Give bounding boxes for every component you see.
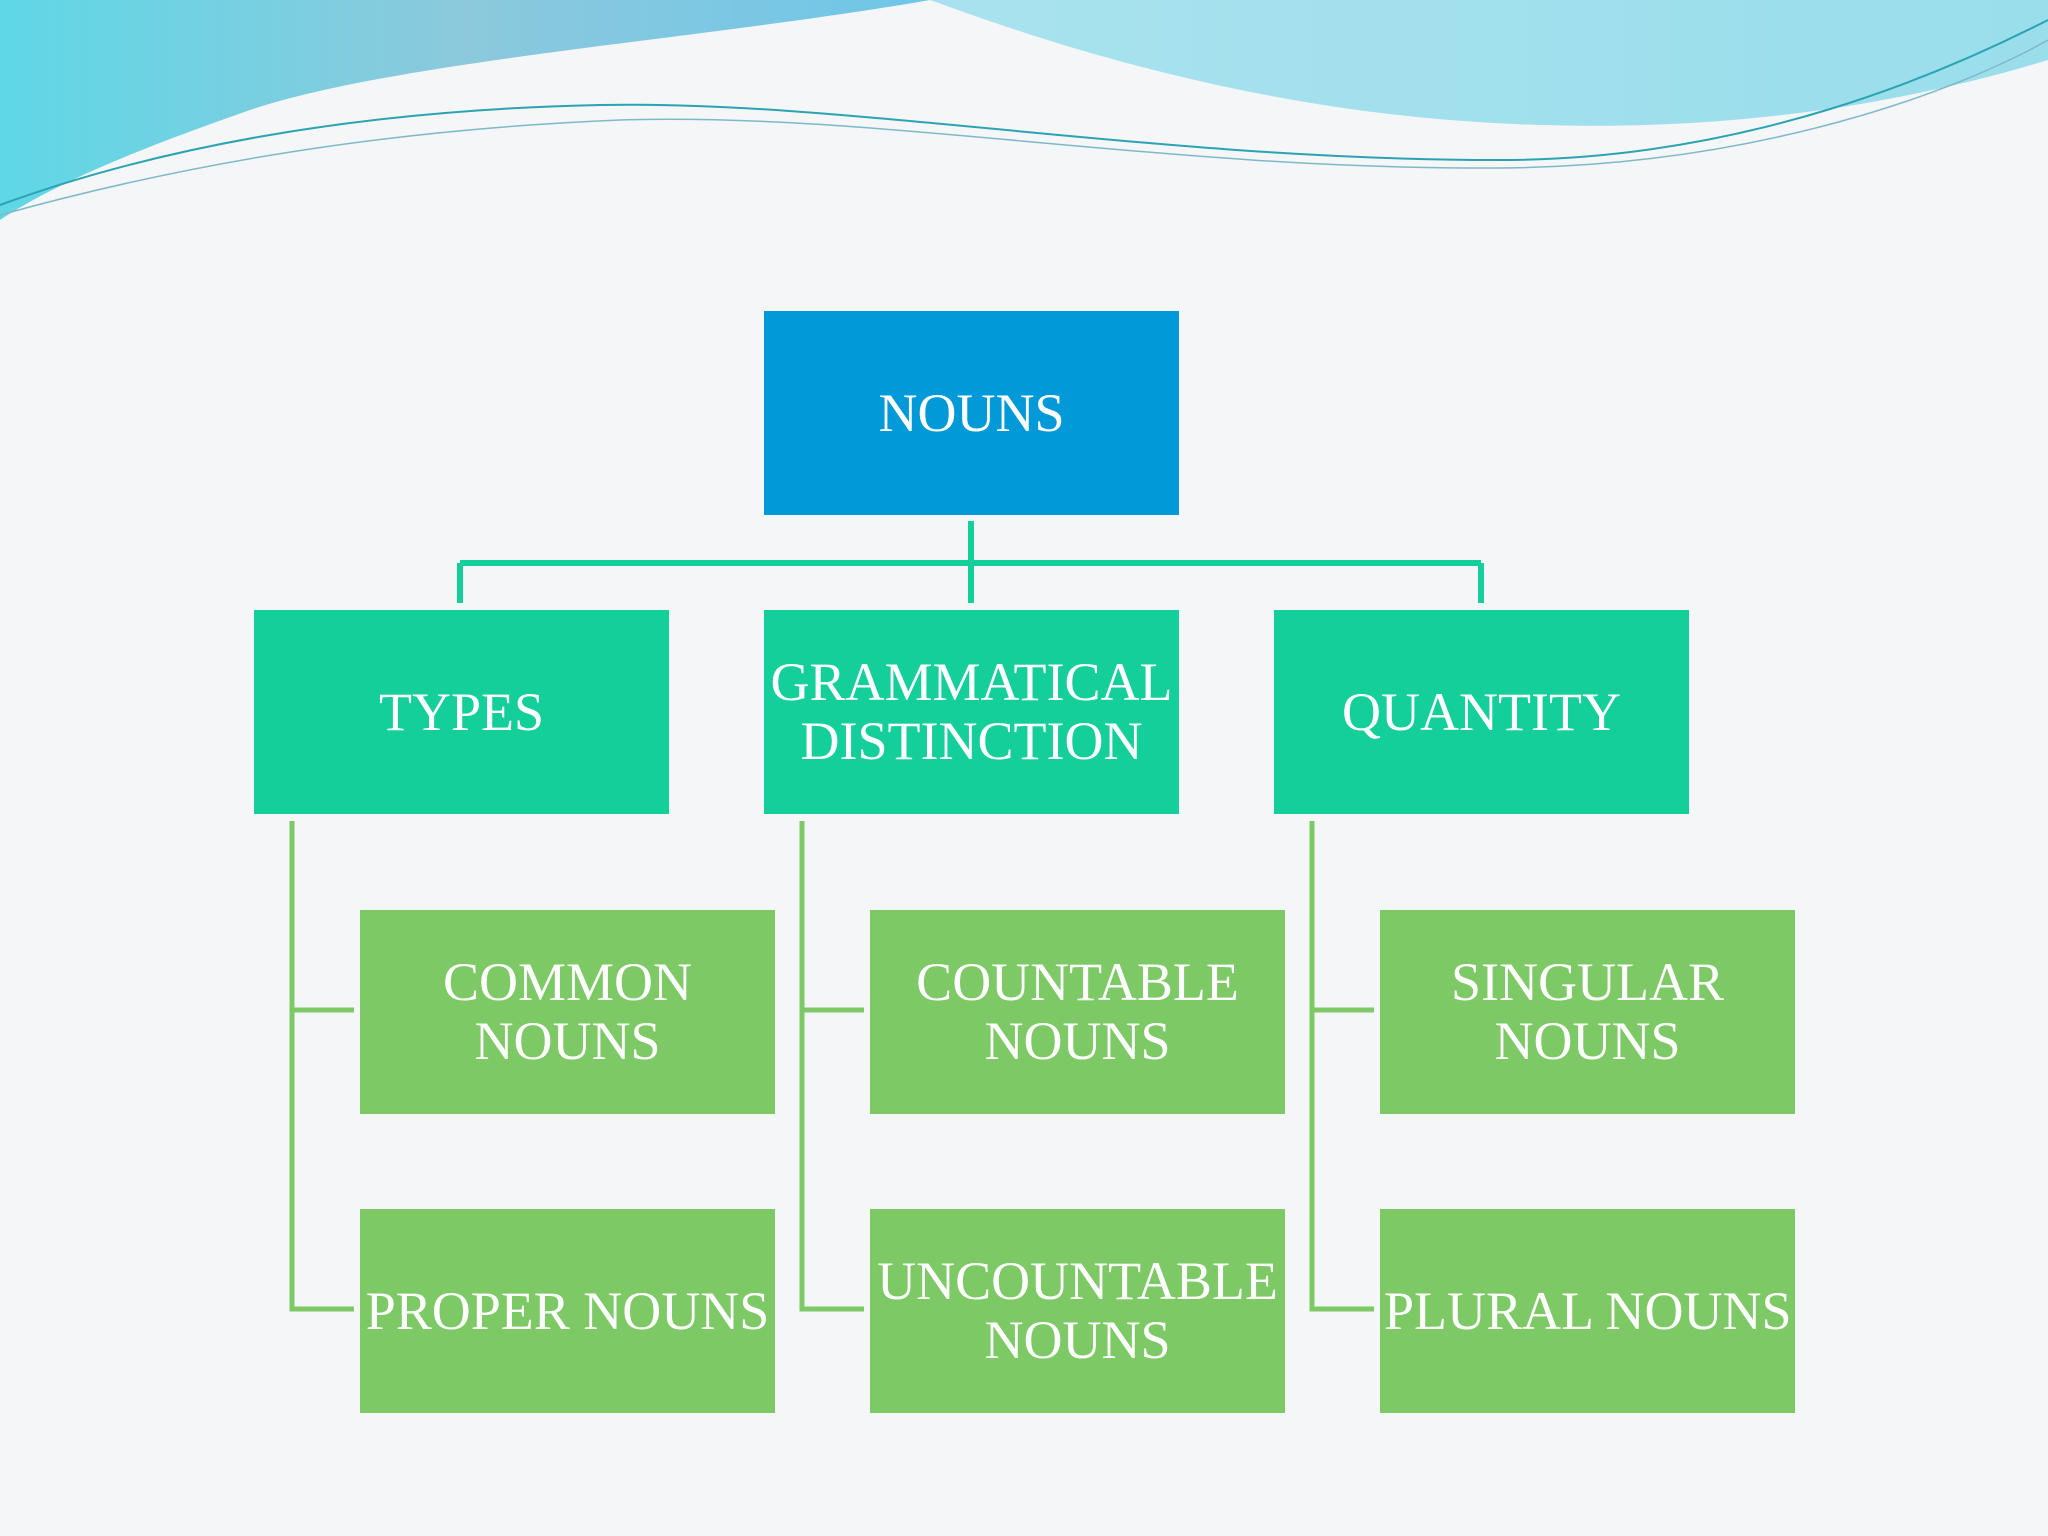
node-proper-nouns-label: PROPER NOUNS bbox=[365, 1280, 770, 1341]
connector-quantity-children bbox=[1309, 821, 1374, 1312]
node-common-nouns: COMMON NOUNS bbox=[360, 910, 775, 1114]
root-connectors bbox=[457, 521, 1484, 603]
node-nouns-label: NOUNS bbox=[878, 382, 1065, 443]
node-uncountable-nouns: UNCOUNTABLE NOUNS bbox=[870, 1209, 1285, 1413]
node-quantity-label: QUANTITY bbox=[1342, 681, 1621, 742]
header-wave-decoration bbox=[0, 0, 2048, 220]
node-grammatical-distinction-label: GRAMMATICAL DISTINCTION bbox=[770, 652, 1173, 771]
node-plural-nouns-label: PLURAL NOUNS bbox=[1384, 1280, 1792, 1341]
leaf-connectors bbox=[289, 821, 1374, 1312]
node-singular-nouns: SINGULAR NOUNS bbox=[1380, 910, 1795, 1114]
node-types-label: TYPES bbox=[378, 681, 545, 742]
node-singular-nouns-label: SINGULAR NOUNS bbox=[1450, 952, 1724, 1071]
node-plural-nouns: PLURAL NOUNS bbox=[1380, 1209, 1795, 1413]
node-types: TYPES bbox=[254, 610, 669, 814]
node-proper-nouns: PROPER NOUNS bbox=[360, 1209, 775, 1413]
node-nouns: NOUNS bbox=[764, 311, 1179, 515]
node-countable-nouns: COUNTABLE NOUNS bbox=[870, 910, 1285, 1114]
connector-grammatical-children bbox=[799, 821, 864, 1312]
node-countable-nouns-label: COUNTABLE NOUNS bbox=[916, 952, 1239, 1071]
connector-types-children bbox=[289, 821, 354, 1312]
node-quantity: QUANTITY bbox=[1274, 610, 1689, 814]
node-uncountable-nouns-label: UNCOUNTABLE NOUNS bbox=[877, 1251, 1278, 1370]
node-common-nouns-label: COMMON NOUNS bbox=[442, 952, 693, 1071]
node-grammatical-distinction: GRAMMATICAL DISTINCTION bbox=[764, 610, 1179, 814]
